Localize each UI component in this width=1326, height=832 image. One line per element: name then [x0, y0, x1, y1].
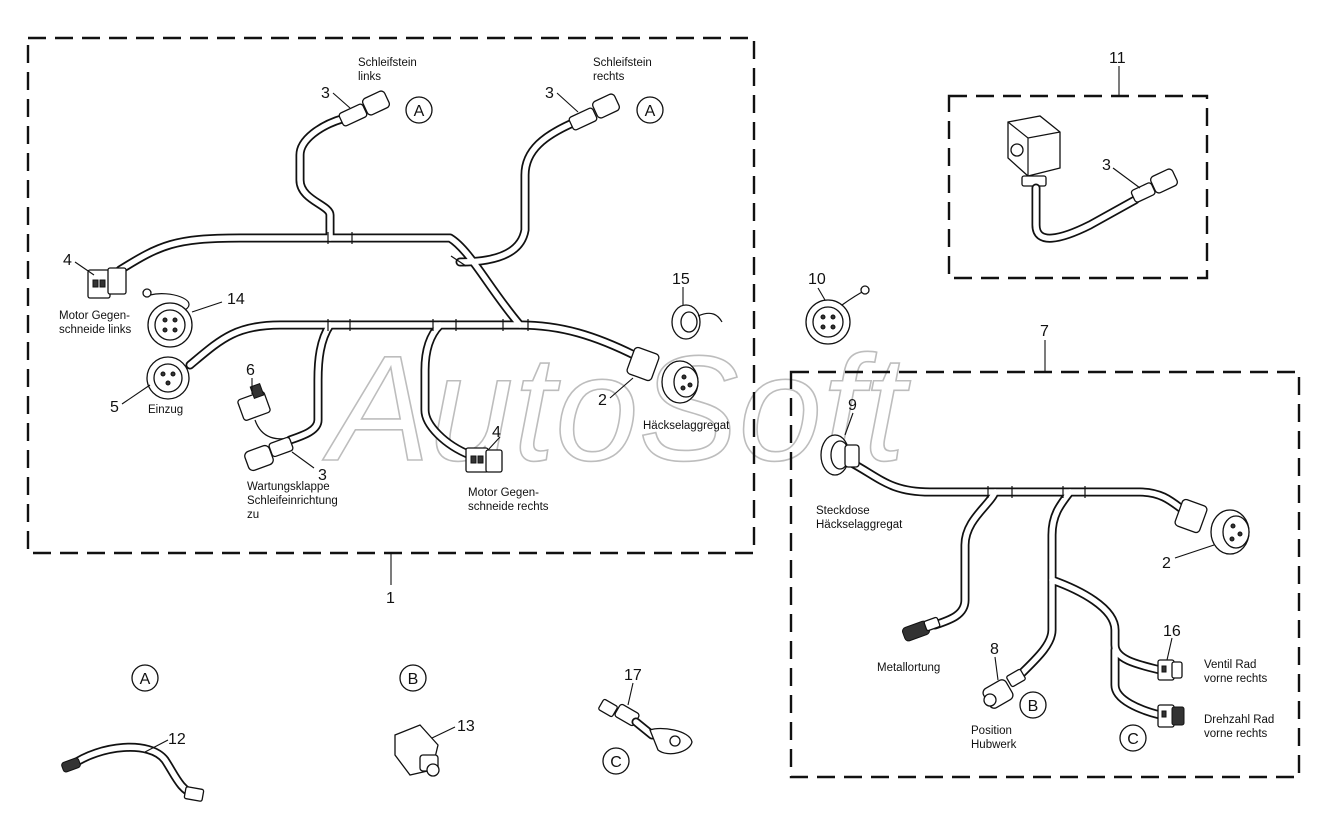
callout-7: 7: [1040, 323, 1049, 340]
callout-2b: 2: [1162, 555, 1171, 572]
callout-6: 6: [246, 362, 255, 379]
round-connector-14: [142, 288, 193, 348]
sensor-8-position-hubwerk: [982, 668, 1026, 709]
callout-3a: 3: [321, 85, 330, 102]
label-drehzahl-1: Drehzahl Rad: [1204, 714, 1274, 726]
sensor-6: [237, 383, 291, 440]
round-connector-10: [805, 285, 870, 345]
svg-text:A: A: [414, 103, 425, 120]
ref-a-3: A: [131, 664, 159, 692]
callout-9: 9: [848, 397, 857, 414]
callout-5: 5: [110, 399, 119, 416]
ref-b-2: B: [1019, 691, 1047, 719]
callout-3d: 3: [1102, 157, 1111, 174]
label-drehzahl-2: vorne rechts: [1204, 728, 1268, 740]
ref-c-1: C: [602, 747, 630, 775]
callout-4b: 4: [492, 424, 501, 441]
label-schleifstein-rechts-2: rechts: [593, 71, 625, 83]
leader-lines: [74, 92, 1215, 753]
label-schleifstein-rechts: Schleifstein: [593, 57, 652, 69]
sensor-17: [598, 698, 693, 755]
label-position-1: Position: [971, 725, 1012, 737]
connector-3-schleifstein-rechts: [568, 93, 621, 131]
connector-3-wartungsklappe: [244, 436, 294, 472]
label-wartung-1: Wartungsklappe: [247, 481, 330, 493]
label-position-2: Hubwerk: [971, 739, 1017, 751]
callout-4a: 4: [63, 252, 72, 269]
svg-text:A: A: [140, 671, 151, 688]
callout-11: 11: [1109, 50, 1126, 67]
svg-text:C: C: [1127, 731, 1139, 748]
callout-2a: 2: [598, 392, 607, 409]
sensor-13: [394, 724, 440, 777]
cable-12: [61, 742, 205, 802]
label-steckdose-1: Steckdose: [816, 505, 870, 517]
label-wartung-3: zu: [247, 509, 259, 521]
label-schleifstein-links-2: links: [358, 71, 381, 83]
connector-metallortung: [902, 616, 941, 642]
svg-text:C: C: [610, 754, 622, 771]
label-haeckselaggregat: Häckselaggregat: [643, 420, 730, 432]
ref-a-1: A: [405, 96, 433, 124]
label-einzug: Einzug: [148, 404, 183, 416]
label-ventil-1: Ventil Rad: [1204, 659, 1256, 671]
label-wartung-2: Schleifeinrichtung: [247, 495, 338, 507]
svg-text:A: A: [645, 103, 656, 120]
ref-a-2: A: [636, 96, 664, 124]
callout-3c: 3: [318, 467, 327, 484]
callout-8: 8: [990, 641, 999, 658]
connector-16-ventil: [1157, 659, 1183, 681]
harness-1-wires: [115, 113, 645, 460]
connector-drehzahl: [1157, 704, 1185, 728]
connector-3-schleifstein-links: [338, 90, 391, 127]
callout-17: 17: [624, 667, 642, 684]
callout-3b: 3: [545, 85, 554, 102]
connector-2-haeckselaggregat: [626, 346, 699, 404]
group-box-11: [947, 94, 1209, 280]
ref-b-1: B: [399, 664, 427, 692]
socket-9: [820, 434, 860, 476]
label-motor-links: Motor Gegen-: [59, 310, 130, 322]
round-connector-5-einzug: [146, 356, 190, 400]
label-motor-rechts: Motor Gegen-: [468, 487, 539, 499]
callout-14: 14: [227, 291, 245, 308]
label-steckdose-2: Häckselaggregat: [816, 519, 903, 531]
module-11: [1007, 115, 1179, 243]
label-metallortung: Metallortung: [877, 662, 940, 674]
label-schleifstein-links: Schleifstein: [358, 57, 417, 69]
label-ventil-2: vorne rechts: [1204, 673, 1268, 685]
svg-text:B: B: [1028, 698, 1039, 715]
connector-2-harness-7: [1174, 498, 1250, 555]
svg-text:B: B: [408, 671, 419, 688]
label-motor-rechts-2: schneide rechts: [468, 501, 549, 513]
connector-4-motor-links: [87, 267, 127, 299]
callout-15: 15: [672, 271, 690, 288]
ref-c-2: C: [1119, 724, 1147, 752]
callout-13: 13: [457, 718, 475, 735]
label-motor-links-2: schneide links: [59, 324, 131, 336]
callout-12: 12: [168, 731, 186, 748]
connector-4-motor-rechts: [465, 447, 503, 473]
callout-16: 16: [1163, 623, 1181, 640]
cap-15: [671, 304, 723, 340]
callout-10: 10: [808, 271, 826, 288]
harness-7-wires: [845, 457, 1195, 720]
callout-1: 1: [386, 590, 395, 607]
